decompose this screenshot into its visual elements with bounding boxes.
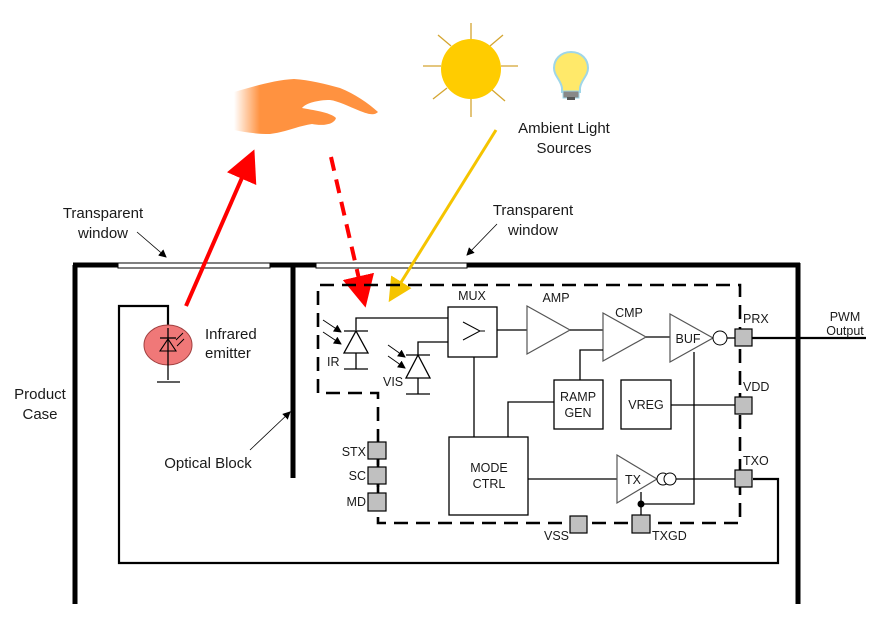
mode-label-line1: MODE [470,461,508,475]
window-right-label-line1: Transparent [493,202,574,219]
pin-txgd [631,514,651,534]
pin-prx [734,328,753,347]
window-left-label-line2: window [77,225,128,242]
amp-label: AMP [542,291,569,305]
chip-boundary [316,283,742,525]
ramp-label-line2: GEN [564,406,591,420]
pin-sc [367,466,387,485]
window-right-label-line2: window [507,222,558,239]
pwm-label-line1: PWM [830,310,861,324]
vreg-label: VREG [628,398,663,412]
ramp-label-line1: RAMP [560,390,596,404]
pin-stx-label: STX [342,445,367,459]
pin-prx-label: PRX [743,312,769,326]
emitter-label-line2: emitter [205,345,251,362]
buf-label: BUF [676,332,701,346]
cmp-label: CMP [615,306,643,320]
window-right-pointer [466,223,498,256]
amp-block [526,304,572,356]
vis-photodiode-icon [387,341,448,395]
pin-vdd-label: VDD [743,380,769,394]
pin-md [367,492,387,512]
pin-vdd [734,396,753,415]
vis-label: VIS [383,375,403,389]
product-case [72,262,801,604]
emitter-label-line1: Infrared [205,326,257,343]
product-case-label-line2: Case [22,406,57,423]
mode-label-line2: CTRL [473,477,506,491]
window-left-pointer [136,231,167,258]
pin-vss [569,515,588,534]
vreg-block [620,379,672,430]
product-case-label-line1: Product [14,386,67,403]
buf-block [669,312,715,364]
window-left-label-line1: Transparent [63,205,144,222]
pin-txo-label: TXO [743,454,769,468]
cmp-block [602,311,648,363]
sun-icon [423,23,518,117]
transparent-window-left [117,262,271,269]
tx-label: TX [625,473,642,487]
ir-label: IR [327,355,340,369]
light-bulb-icon [552,50,590,100]
transparent-window-right [315,262,468,269]
pin-stx [367,441,387,460]
ir-emitted-arrow [184,149,257,307]
hand-icon [234,79,378,134]
pin-txo [734,469,753,488]
emitter-wire [117,304,780,565]
pin-sc-label: SC [349,469,366,483]
ambient-label-line2: Sources [536,140,591,157]
mux-block [447,306,498,358]
ambient-light-arrow [388,129,498,303]
ir-reflected-arrow [329,156,375,308]
mode-ctrl-block [448,436,529,516]
led-icon [143,324,193,383]
tx-block [616,453,659,505]
photodiode-icon [322,317,448,370]
optical-block-label: Optical Block [164,455,252,472]
ambient-label-line1: Ambient Light [518,120,611,137]
pin-md-label: MD [347,495,366,509]
optical-block-pointer [249,411,291,451]
pin-vss-label: VSS [544,529,569,543]
ramp-gen-block [553,379,604,430]
pin-txgd-label: TXGD [652,529,687,543]
pwm-label-line2: Output [826,324,864,338]
mux-label: MUX [458,289,486,303]
